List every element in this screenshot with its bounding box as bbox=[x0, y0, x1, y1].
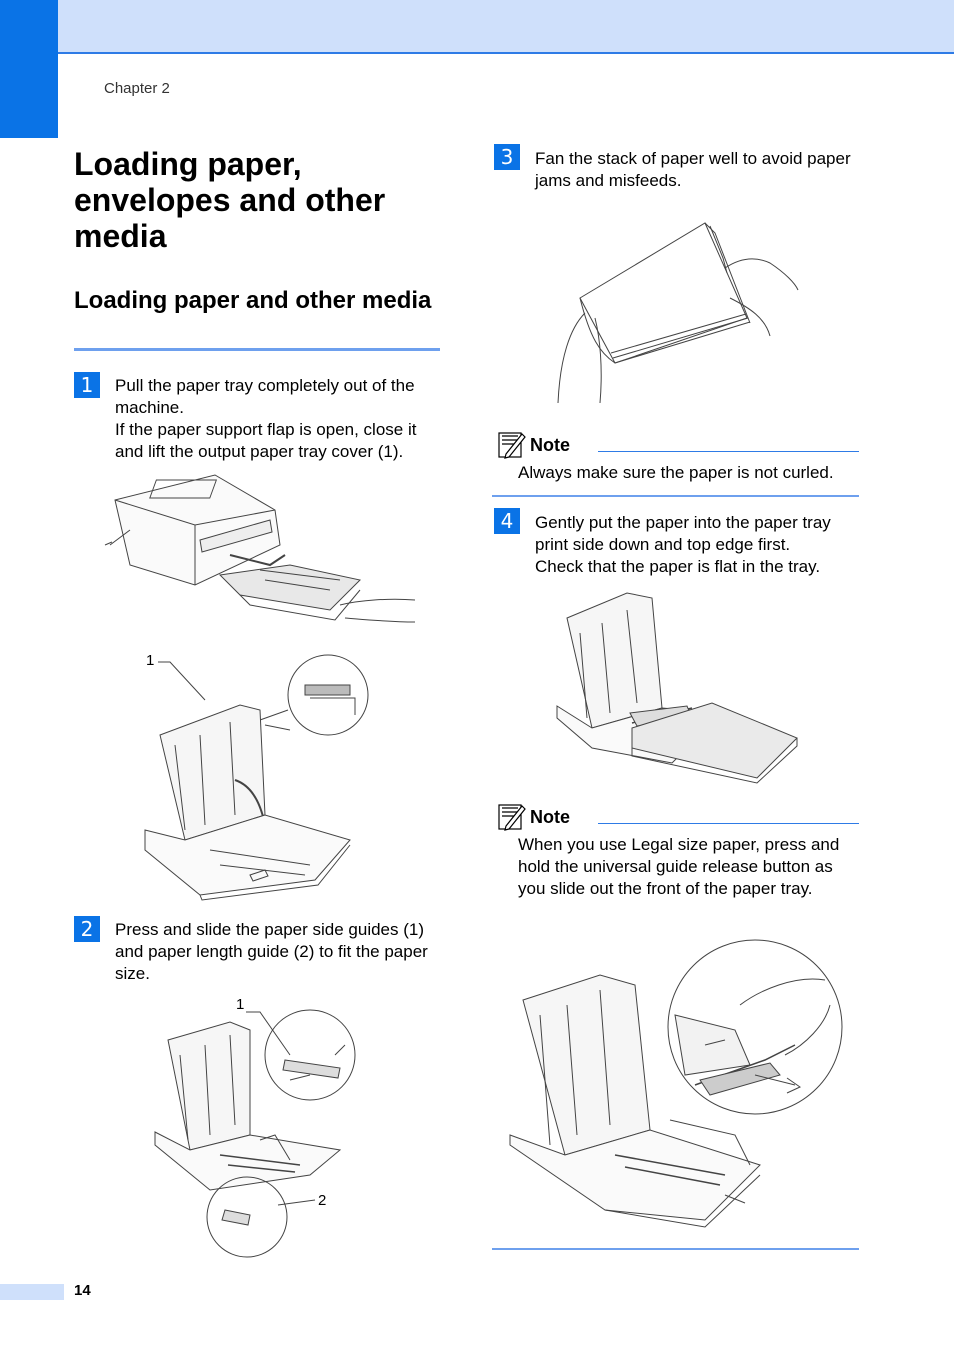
note-pencil-icon bbox=[498, 804, 526, 831]
load-paper-illustration bbox=[552, 588, 802, 788]
section-title: Loading paper and other media bbox=[74, 287, 432, 314]
note-2-title: Note bbox=[530, 806, 570, 827]
callout-2: 2 bbox=[318, 1192, 327, 1209]
page-title: Loading paper, envelopes and other media bbox=[74, 146, 386, 254]
note-2-header: Note bbox=[496, 802, 570, 832]
fan-paper-illustration bbox=[555, 218, 800, 403]
note-1-header: Note bbox=[496, 430, 570, 460]
header-band bbox=[0, 0, 954, 54]
step-4-text: Gently put the paper into the paper tray… bbox=[535, 513, 831, 576]
legal-size-tray-illustration bbox=[505, 935, 850, 1235]
callout-1: 1 bbox=[146, 652, 155, 669]
note-1-text: Always make sure the paper is not curled… bbox=[518, 463, 834, 482]
callout-1b: 1 bbox=[236, 996, 245, 1013]
note-2-rule bbox=[598, 823, 859, 824]
step-2-text: Press and slide the paper side guides (1… bbox=[115, 920, 428, 983]
page-number: 14 bbox=[74, 1282, 91, 1299]
note-2-bottom-rule bbox=[492, 1248, 859, 1250]
note-1-rule bbox=[598, 451, 859, 452]
chapter-tab bbox=[0, 0, 58, 138]
chapter-label: Chapter 2 bbox=[104, 80, 170, 97]
output-cover-illustration bbox=[140, 650, 380, 905]
step-3-text: Fan the stack of paper well to avoid pap… bbox=[535, 149, 851, 190]
step-2-number: 2 bbox=[74, 916, 100, 942]
step-1-text: Pull the paper tray completely out of th… bbox=[115, 376, 417, 461]
step-4-number: 4 bbox=[494, 508, 520, 534]
step-3-number: 3 bbox=[494, 144, 520, 170]
paper-guides-illustration bbox=[150, 1000, 365, 1260]
note-1-title: Note bbox=[530, 434, 570, 455]
note-2-text: When you use Legal size paper, press and… bbox=[518, 835, 840, 898]
step-1-number: 1 bbox=[74, 372, 100, 398]
page-number-band bbox=[0, 1284, 64, 1300]
printer-tray-illustration bbox=[100, 470, 420, 630]
note-pencil-icon bbox=[498, 432, 526, 459]
note-1-bottom-rule bbox=[492, 495, 859, 497]
section-rule bbox=[74, 348, 440, 351]
